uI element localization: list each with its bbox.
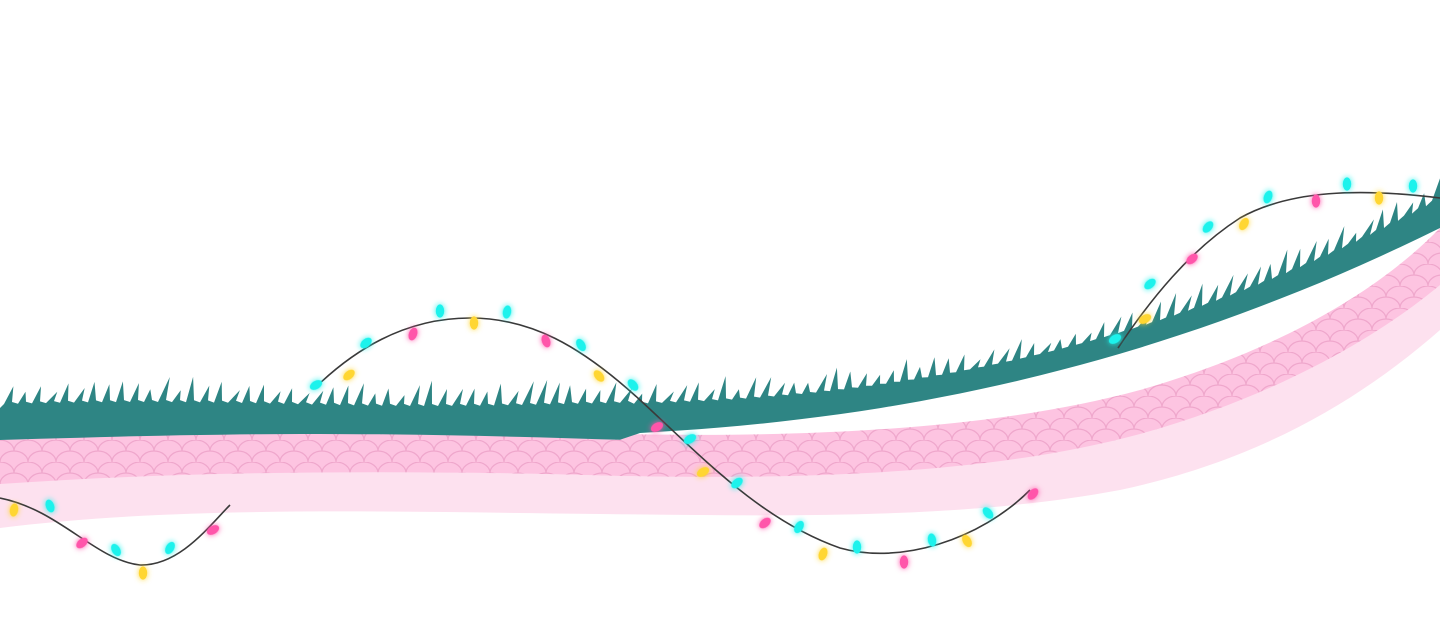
light-bulb-icon <box>627 379 639 391</box>
light-bulb-icon <box>309 380 323 390</box>
light-bulb-icon <box>502 305 512 319</box>
light-bulb-icon <box>962 534 972 548</box>
light-bulb-icon <box>927 533 937 547</box>
light-bulb-icon <box>696 467 710 477</box>
light-bulb-icon <box>852 540 862 554</box>
light-string-wire <box>0 191 1440 566</box>
light-bulb-icon <box>408 327 418 341</box>
light-bulb-icon <box>360 337 372 349</box>
light-bulb-icon <box>1239 217 1249 231</box>
light-bulb-icon <box>9 503 19 517</box>
light-bulb-icon <box>818 547 828 561</box>
light-bulb-icon <box>1374 191 1384 205</box>
light-bulb-icon <box>435 304 445 318</box>
dragon-mane <box>0 178 1440 440</box>
light-bulb-icon <box>1408 179 1418 193</box>
light-bulb-icon <box>1108 334 1122 344</box>
light-bulb-icon <box>899 555 909 569</box>
light-bulb-icon <box>45 499 55 513</box>
light-bulb-icon <box>138 566 148 580</box>
dragon-belly <box>0 280 1440 528</box>
light-bulb-icon <box>794 520 804 534</box>
light-bulb-icon <box>1138 314 1152 324</box>
light-bulbs <box>9 177 1418 580</box>
light-bulb-icon <box>1342 177 1352 191</box>
light-bulb-icon <box>1027 488 1039 500</box>
light-bulb-icon <box>1144 278 1156 290</box>
light-bulb-icon <box>206 525 220 535</box>
light-bulb-icon <box>982 507 994 519</box>
light-bulb-icon <box>1186 253 1198 265</box>
light-bulb-icon <box>759 517 771 529</box>
light-bulb-icon <box>1263 190 1273 204</box>
light-bulb-icon <box>111 543 121 557</box>
light-bulb-icon <box>650 422 664 432</box>
light-bulb-icon <box>343 369 355 381</box>
light-bulb-icon <box>576 338 586 352</box>
light-bulb-icon <box>1202 221 1214 233</box>
light-bulb-icon <box>683 434 697 444</box>
light-bulb-icon <box>469 316 479 330</box>
light-bulb-icon <box>76 537 88 549</box>
light-bulb-icon <box>593 370 605 382</box>
dragon-scale-band <box>0 228 1440 484</box>
light-bulb-icon <box>541 334 551 348</box>
light-bulb-icon <box>1311 194 1321 208</box>
light-bulb-icon <box>165 541 175 555</box>
light-bulb-icon <box>731 477 743 489</box>
